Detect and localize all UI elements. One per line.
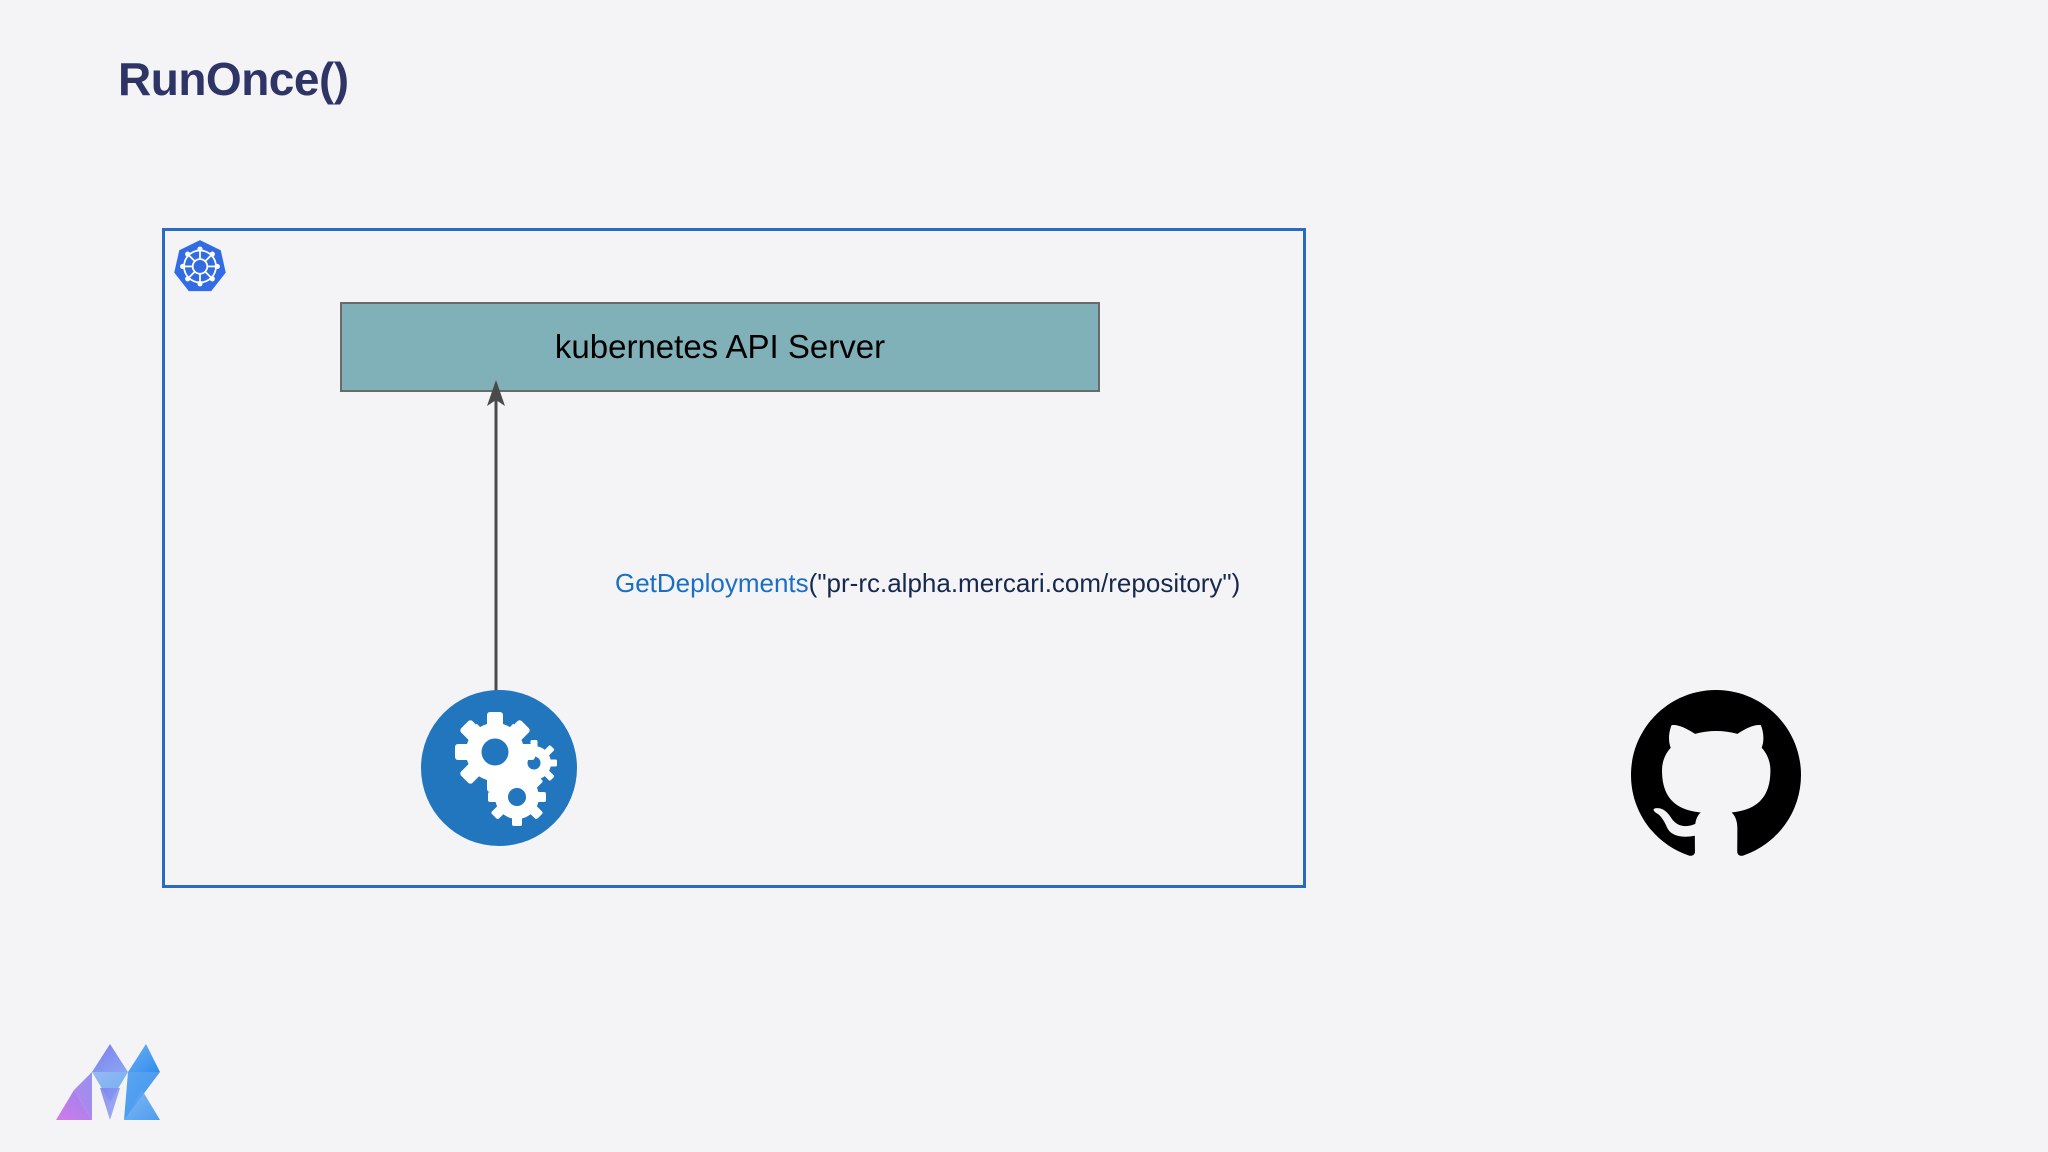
node-controller[interactable] (421, 690, 577, 846)
page-title: RunOnce() (118, 53, 349, 105)
node-kubernetes-api-server-label: kubernetes API Server (554, 328, 886, 365)
edge-controller-to-api-server (466, 380, 526, 700)
annotation-api-call: GetDeployments("pr-rc.alpha.mercari.com/… (615, 568, 1240, 599)
kubernetes-icon (172, 239, 228, 295)
annotation-api-call-argument: ("pr-rc.alpha.mercari.com/repository") (808, 568, 1241, 598)
node-kubernetes-api-server[interactable]: kubernetes API Server (340, 302, 1100, 392)
mercari-m-icon (56, 1044, 160, 1120)
annotation-api-call-function: GetDeployments (615, 568, 809, 598)
gears-icon (421, 690, 577, 846)
kubernetes-cluster-boundary (162, 228, 1306, 888)
github-octocat-icon (1631, 690, 1801, 860)
